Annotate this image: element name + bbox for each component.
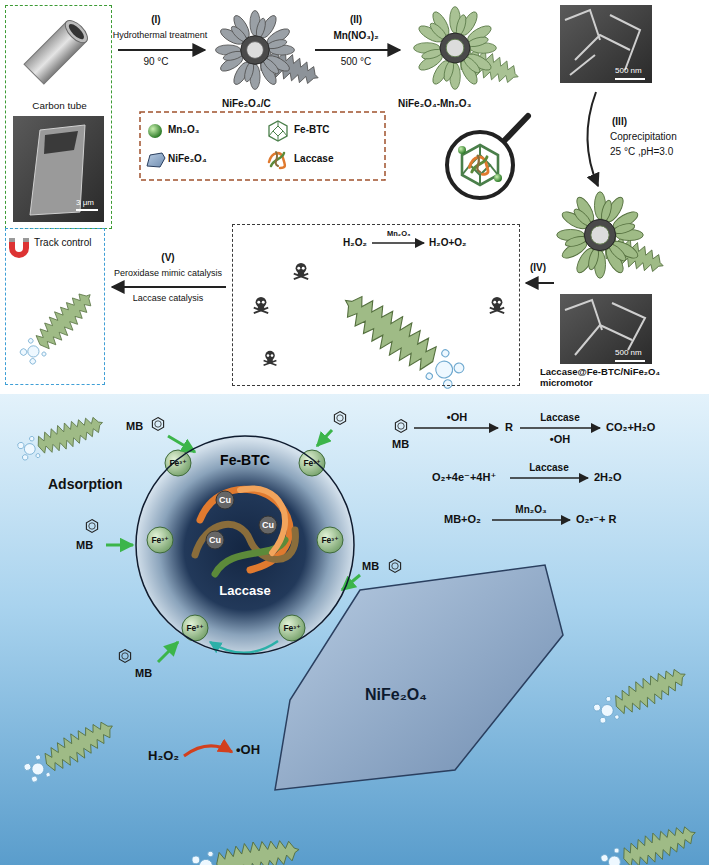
material-label: Laccase@Fe-BTC/NiFe₂O₄ micromotor [540,366,706,389]
legend-text: NiFe₂O₄ [168,153,207,165]
equation-term: MB+O₂ [444,513,481,526]
step-condition: Laccase catalysis [133,293,204,304]
step-number: (V) [161,252,174,264]
equation-term: •OH [550,433,570,446]
step-condition: 90 °C [143,56,168,68]
molecule-label: MB [126,420,143,433]
step-condition: Mn(NO₃)₂ [333,30,378,42]
ion-label: Fe³⁺ [321,535,338,545]
equation-term: •OH [447,411,467,424]
plate-outline [265,555,565,795]
legend-text: Fe-BTC [294,124,330,136]
step-condition: Peroxidase mimic catalysis [114,268,222,279]
catalyst-label: Laccase [529,462,568,474]
equation-term: O₂•⁻+ R [576,513,617,526]
equation-term: O₂+4e⁻+4H⁺ [432,471,496,484]
step-condition: 500 °C [341,56,372,68]
molecule-label: MB [392,438,409,451]
equation-term: CO₂+H₂O [606,421,655,434]
molecule-label: MB [362,560,379,573]
molecule-label: H₂O₂ [148,748,179,764]
sphere-title: Fe-BTC [135,452,355,469]
catalyst-label: Laccase [540,412,579,424]
process-label: Adsorption [48,476,123,493]
step-number: (I) [151,14,160,26]
enzyme-label: Laccase [135,583,355,599]
step-condition: Coprecipitation [610,131,677,143]
dashed-frame: Carbon tube [5,5,112,229]
step-number: (II) [350,14,362,26]
ion-label: Cu [209,535,221,546]
formula: H₂O₂ [343,237,367,249]
scale-text: 3 μm [76,198,94,208]
panel-title: Carbon tube [6,100,113,112]
ion-label: Cu [219,495,231,506]
ion-label: Cu [262,520,274,531]
scale-text: 500 nm [615,66,642,76]
material-label: NiFe₂O₄/C [222,98,271,110]
catalyst-label: Mn₂O₃ [387,229,410,238]
equation-term: R [505,421,513,434]
step-condition: Hydrothermal treatment [113,30,208,41]
dashed-frame: H₂O₂ Mn₂O₃ H₂O+O₂ [232,224,520,386]
molecule-label: MB [135,667,152,680]
ferrite-plate: NiFe₂O₄ [265,555,565,795]
mof-sphere: Fe-BTC Laccase [135,435,355,655]
scale-text: 500 nm [615,348,642,358]
catalyst-label: Mn₂O₃ [515,504,546,516]
panel-title: Track control [34,237,91,249]
equation-term: 2H₂O [594,471,622,484]
step-number: (IV) [530,262,546,274]
step-number: (III) [612,116,627,128]
legend-text: Mn₂O₃ [168,124,199,136]
radical-label: •OH [236,742,260,758]
legend-text: Laccase [294,153,333,165]
step-condition: 25 °C ,pH=3.0 [610,146,673,158]
ion-label: Fe³⁺ [303,458,320,468]
molecule-label: MB [76,539,93,552]
ion-label: Fe³⁺ [169,458,186,468]
ion-label: Fe²⁺ [186,623,203,633]
formula: H₂O+O₂ [429,237,467,249]
ion-label: Fe³⁺ [151,535,168,545]
ion-label: Fe³⁺ [283,623,300,633]
dashed-frame: Track control [5,228,105,385]
plate-label: NiFe₂O₄ [365,685,427,704]
material-label: NiFe₂O₄-Mn₂O₃ [398,98,471,110]
